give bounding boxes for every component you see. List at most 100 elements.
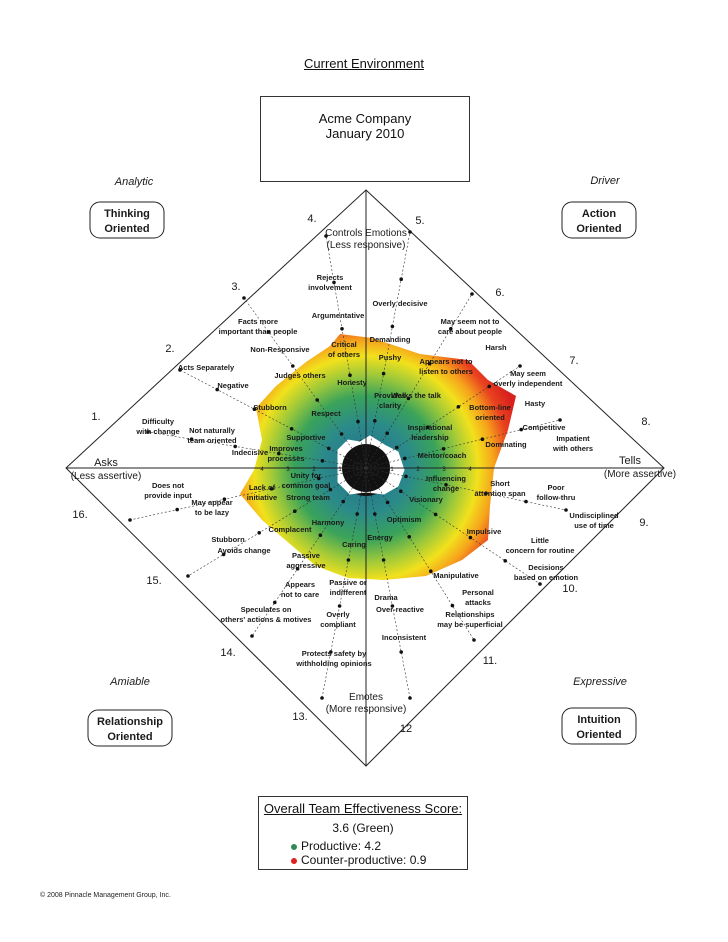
- amiable-label: Amiable: [109, 676, 150, 688]
- spoke-dot: [128, 518, 132, 522]
- behavior-label: Harsh: [485, 343, 507, 352]
- left-axis-label: Asks: [94, 457, 118, 469]
- spoke-dot: [558, 418, 562, 422]
- driver-label: Driver: [590, 175, 621, 187]
- tick-label: 2: [312, 467, 316, 473]
- company-box: Acme Company January 2010: [260, 96, 470, 182]
- spoke-dot: [242, 296, 246, 300]
- relationship-oriented-badge-line1: Relationship: [97, 716, 163, 728]
- spoke-number: 2.: [165, 343, 174, 355]
- spoke-dot: [178, 368, 182, 372]
- spoke-dot: [381, 558, 386, 562]
- behavior-label: Impulsive: [467, 527, 502, 536]
- spoke-number: 4.: [307, 213, 316, 225]
- behavior-label: Does not: [152, 481, 185, 490]
- behavior-label: Drama: [374, 593, 398, 602]
- behavior-label: attention span: [474, 489, 526, 498]
- action-oriented-badge-line1: Action: [582, 208, 617, 220]
- left-axis-sublabel: (Less assertive): [71, 471, 142, 482]
- behavior-label: change: [433, 484, 459, 493]
- spoke-dot: [341, 499, 346, 504]
- behavior-label: Overly: [326, 610, 350, 619]
- spoke-dot: [233, 444, 237, 449]
- behavior-label: Difficulty: [142, 417, 175, 426]
- behavior-label: Not naturally: [189, 426, 236, 435]
- spoke-dot: [427, 361, 432, 366]
- spoke-number: 14.: [220, 647, 235, 659]
- spoke-dot: [332, 280, 336, 285]
- spoke-dot: [484, 491, 488, 496]
- spoke-line: [147, 431, 367, 469]
- counterproductive-row: Counter-productive: 0.9: [291, 853, 426, 867]
- spoke-line: [325, 235, 367, 469]
- spoke-line: [321, 467, 367, 699]
- spoke-dot: [518, 364, 522, 368]
- spoke-number: 11.: [483, 655, 497, 667]
- spoke-dot: [408, 696, 412, 700]
- tick-label: 4: [260, 467, 264, 473]
- bottom-axis-label: Emotes: [349, 692, 383, 703]
- spoke-dot: [433, 512, 438, 517]
- productive-row: Productive: 4.2: [291, 839, 381, 853]
- spoke-dot: [175, 507, 179, 512]
- behavior-label: care about people: [438, 327, 502, 336]
- spoke-dot: [317, 476, 321, 481]
- spoke-number: 10.: [562, 583, 577, 595]
- behavior-label: Manipulative: [433, 571, 478, 580]
- behavior-label: Supportive: [286, 433, 325, 442]
- behavior-label: Relationships: [445, 610, 494, 619]
- spoke-dot: [340, 327, 344, 331]
- behavior-label: Critical: [331, 340, 356, 349]
- spoke-dot: [291, 364, 295, 368]
- thinking-oriented-badge-line1: Thinking: [104, 208, 150, 220]
- behavior-label: Competitive: [523, 423, 566, 432]
- spoke-dot: [289, 427, 294, 431]
- counterproductive-dot: [291, 857, 297, 864]
- spoke-line: [365, 231, 411, 469]
- behavior-label: Influencing: [426, 474, 466, 483]
- behavior-label: Inspirational: [408, 423, 453, 432]
- behavior-label: Stubborn: [211, 535, 245, 544]
- top-axis-label: Controls Emotions: [325, 228, 407, 239]
- spoke-dot: [441, 447, 446, 451]
- intuition-oriented-badge-line2: Oriented: [576, 729, 621, 741]
- behavior-label: Mentor/coach: [418, 451, 467, 460]
- behavior-label: with change: [135, 427, 179, 436]
- behavior-label: Complacent: [269, 525, 312, 534]
- behavior-label: Demanding: [370, 335, 411, 344]
- behavior-label: Lack of: [249, 483, 276, 492]
- behavior-label: Honesty: [337, 378, 367, 387]
- summary-box: Overall Team Effectiveness Score: 3.6 (G…: [258, 796, 468, 870]
- behavior-label: clarity: [379, 401, 402, 410]
- spoke-dot: [503, 559, 508, 563]
- spoke-dot: [385, 431, 390, 436]
- tick-label: 3: [442, 467, 446, 473]
- behavior-label: Acts Separately: [178, 363, 235, 372]
- spoke-dot: [468, 535, 473, 540]
- behavior-label: Pushy: [379, 353, 402, 362]
- spoke-dot: [329, 650, 333, 654]
- behavior-label: Non-Responsive: [250, 345, 309, 354]
- productive-dot: [291, 843, 297, 850]
- spoke-line: [365, 419, 561, 469]
- behavior-label: Provides: [374, 391, 406, 400]
- behavior-label: listen to others: [419, 367, 473, 376]
- spoke-dot: [252, 407, 257, 412]
- behavior-label: overly independent: [494, 379, 563, 388]
- spoke-dot: [327, 446, 331, 451]
- spoke-number: 7.: [569, 355, 578, 367]
- behavior-label: Strong team: [286, 493, 330, 502]
- spoke-dot: [403, 456, 407, 461]
- spoke-number: 13.: [292, 711, 307, 723]
- behavior-label: Personal: [462, 588, 494, 597]
- behavior-label: Negative: [217, 381, 248, 390]
- spoke-dot: [293, 509, 297, 513]
- counterproductive-text: Counter-productive: 0.9: [301, 853, 427, 867]
- behavior-label: Walks the talk: [391, 391, 442, 400]
- spoke-line: [129, 467, 367, 521]
- spoke-line: [365, 467, 411, 699]
- spoke-line: [251, 467, 367, 637]
- spoke-dot: [221, 552, 226, 557]
